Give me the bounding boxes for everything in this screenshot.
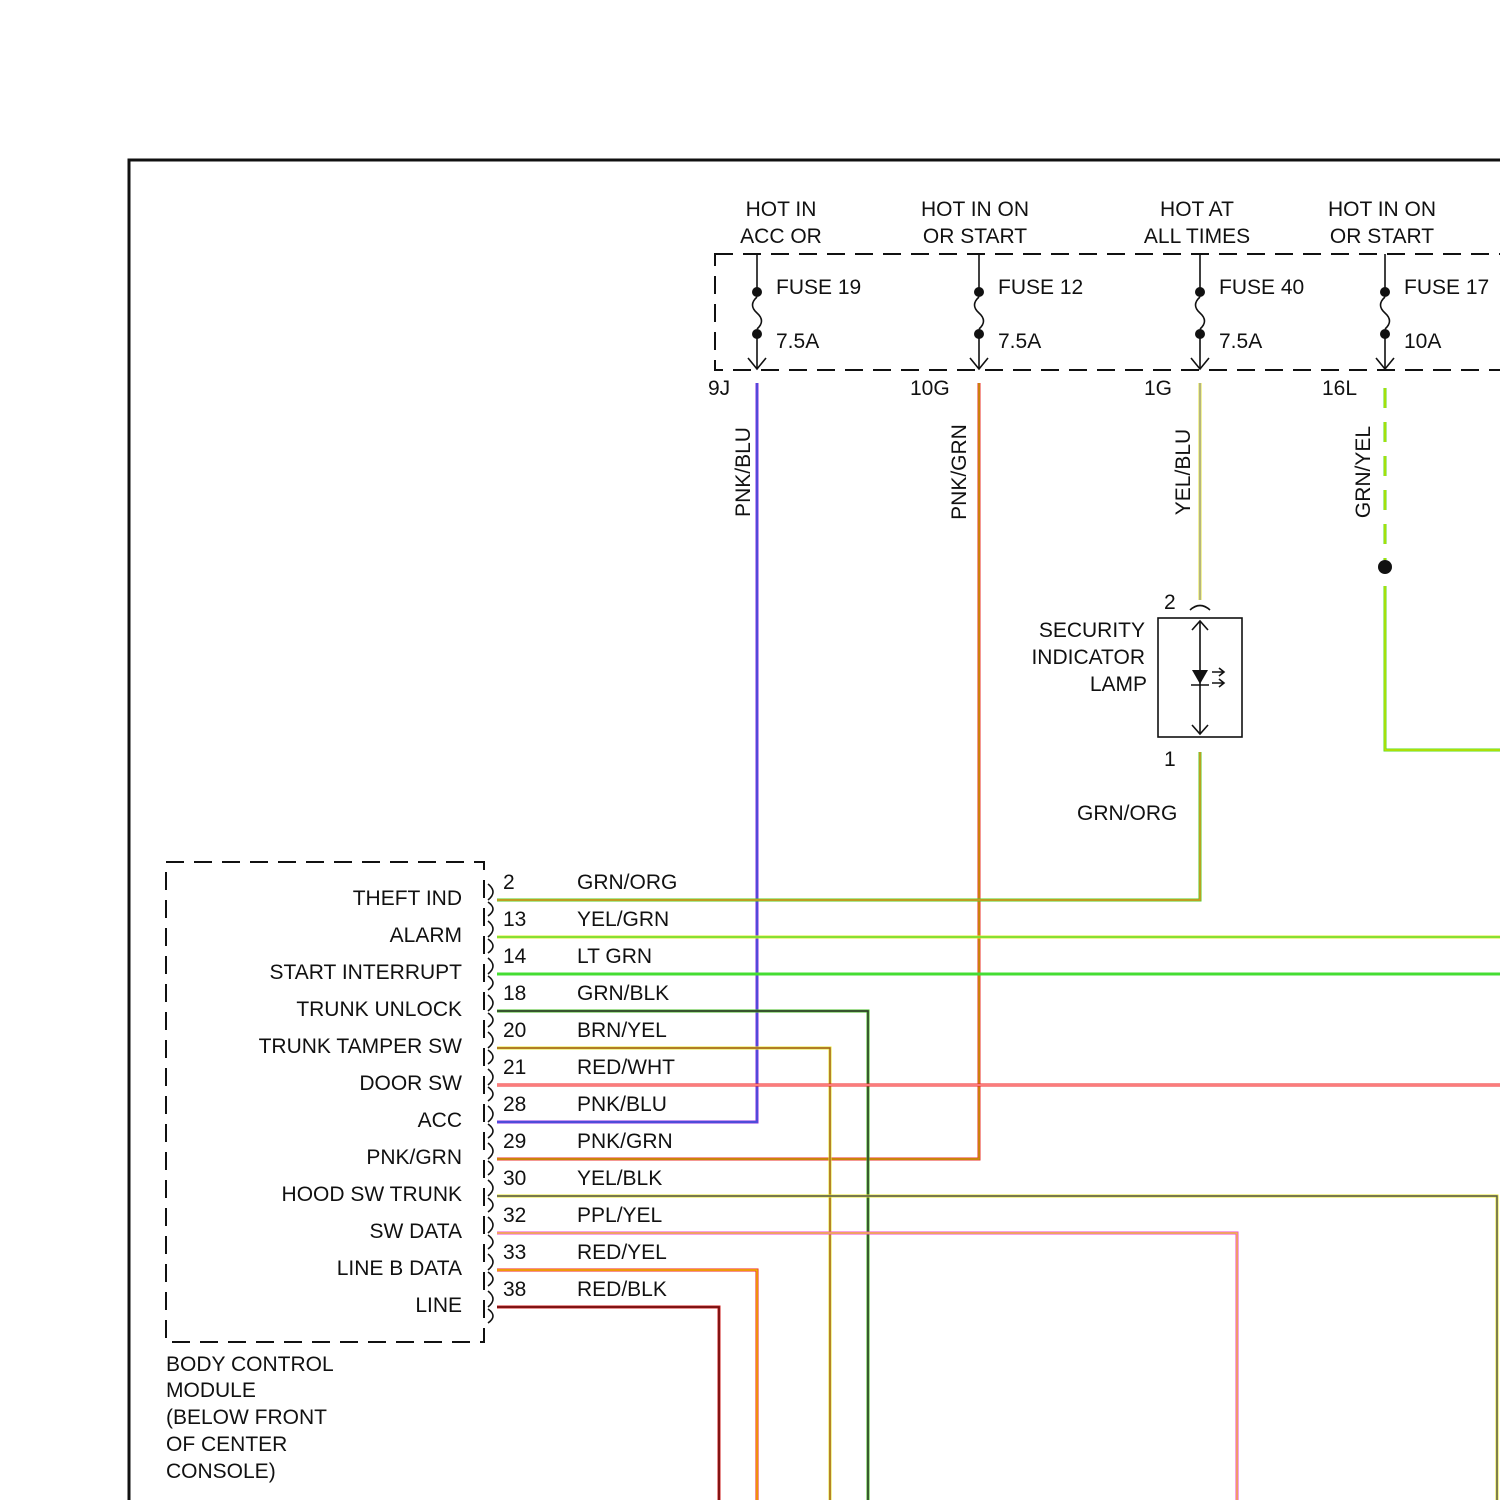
- fuse-supply-line-1: HOT AT: [1160, 198, 1234, 221]
- bcm-function-label: SW DATA: [369, 1220, 462, 1243]
- fuse-terminal-dot: [974, 287, 984, 297]
- bcm-wire-color-label: GRN/ORG: [577, 871, 677, 894]
- fuse-terminal-dot: [1380, 287, 1390, 297]
- fuse-supply-line-1: HOT IN ON: [921, 198, 1029, 221]
- lamp-pin-bottom: 1: [1164, 748, 1176, 771]
- bcm-wire-color-label: PPL/YEL: [577, 1204, 662, 1227]
- bcm-function-label: ACC: [418, 1109, 462, 1132]
- fuse-supply-line-1: HOT IN: [746, 198, 817, 221]
- bcm-label-line-4: OF CENTER: [166, 1433, 287, 1456]
- bcm-label-line-3: (BELOW FRONT: [166, 1406, 327, 1429]
- bcm-pin-number: 2: [503, 871, 515, 894]
- bcm-function-label: TRUNK TAMPER SW: [259, 1035, 463, 1058]
- bcm-wire-color-label: PNK/GRN: [577, 1130, 673, 1153]
- bcm-pin-number: 28: [503, 1093, 526, 1116]
- bcm-pin-number: 14: [503, 945, 527, 968]
- fuse-name: FUSE 12: [998, 276, 1083, 299]
- bcm-wire-color-label: RED/YEL: [577, 1241, 667, 1264]
- bcm-wire-color-label: GRN/BLK: [577, 982, 669, 1005]
- fuse-terminal-dot: [1195, 287, 1205, 297]
- bcm-pin-number: 21: [503, 1056, 526, 1079]
- bcm-pin-number: 32: [503, 1204, 526, 1227]
- fuse-supply-line-2: OR START: [923, 225, 1027, 248]
- fuse-name: FUSE 17: [1404, 276, 1489, 299]
- bcm-function-label: ALARM: [390, 924, 462, 947]
- bcm-function-label: PNK/GRN: [366, 1146, 462, 1169]
- bcm-pin-number: 18: [503, 982, 526, 1005]
- fuse-terminal-id: 9J: [708, 377, 730, 400]
- bcm-wire-color-label: LT GRN: [577, 945, 652, 968]
- lamp-label-line-2: INDICATOR: [1031, 646, 1145, 669]
- lamp-pin-top: 2: [1164, 591, 1176, 614]
- fuse-terminal-dot: [752, 287, 762, 297]
- bcm-wire-color-label: YEL/GRN: [577, 908, 669, 931]
- bcm-pin-number: 38: [503, 1278, 526, 1301]
- fuse-name: FUSE 40: [1219, 276, 1304, 299]
- bcm-function-label: LINE: [415, 1294, 462, 1317]
- fuse-rating: 7.5A: [776, 330, 819, 353]
- bcm-wire-color-label: RED/WHT: [577, 1056, 675, 1079]
- bcm-pin-number: 33: [503, 1241, 526, 1264]
- bcm-label-line-2: MODULE: [166, 1379, 256, 1402]
- bcm-function-label: THEFT IND: [353, 887, 462, 910]
- fuse-wire-label: YEL/BLU: [1172, 429, 1195, 515]
- bcm-function-label: TRUNK UNLOCK: [296, 998, 462, 1021]
- fuse-rating: 7.5A: [1219, 330, 1262, 353]
- bcm-function-label: HOOD SW TRUNK: [282, 1183, 462, 1206]
- bcm-function-label: LINE B DATA: [337, 1257, 462, 1280]
- bcm-pin-number: 20: [503, 1019, 526, 1042]
- bcm-wire-color-label: YEL/BLK: [577, 1167, 662, 1190]
- bcm-wire-color-label: PNK/BLU: [577, 1093, 667, 1116]
- bcm-pin-number: 13: [503, 908, 526, 931]
- bcm-wire-color-label: BRN/YEL: [577, 1019, 667, 1042]
- fuse-terminal-id: 1G: [1144, 377, 1172, 400]
- fuse-terminal-id: 10G: [910, 377, 950, 400]
- bcm-pin-number: 29: [503, 1130, 526, 1153]
- bcm-label-line-5: CONSOLE): [166, 1460, 276, 1483]
- lamp-label-line-3: LAMP: [1090, 673, 1147, 696]
- fuse-wire-label: PNK/BLU: [732, 427, 755, 517]
- fuse-supply-line-2: ACC OR: [740, 225, 822, 248]
- bcm-label-line-1: BODY CONTROL: [166, 1353, 334, 1376]
- fuse-supply-line-2: ALL TIMES: [1144, 225, 1250, 248]
- splice-dot: [1378, 560, 1392, 574]
- fuse-wire-label: PNK/GRN: [948, 424, 971, 520]
- fuse-wire-label: GRN/YEL: [1352, 426, 1375, 518]
- fuse-terminal-id: 16L: [1322, 377, 1357, 400]
- bcm-pin-number: 30: [503, 1167, 526, 1190]
- bcm-wire-color-label: RED/BLK: [577, 1278, 667, 1301]
- fuse-rating: 10A: [1404, 330, 1441, 353]
- fuse-supply-line-1: HOT IN ON: [1328, 198, 1436, 221]
- fuse-supply-line-2: OR START: [1330, 225, 1434, 248]
- lamp-output-wire-label: GRN/ORG: [1077, 802, 1177, 825]
- fuse-name: FUSE 19: [776, 276, 861, 299]
- bcm-function-label: START INTERRUPT: [269, 961, 462, 984]
- fuse-rating: 7.5A: [998, 330, 1041, 353]
- bcm-function-label: DOOR SW: [359, 1072, 462, 1095]
- lamp-label-line-1: SECURITY: [1039, 619, 1145, 642]
